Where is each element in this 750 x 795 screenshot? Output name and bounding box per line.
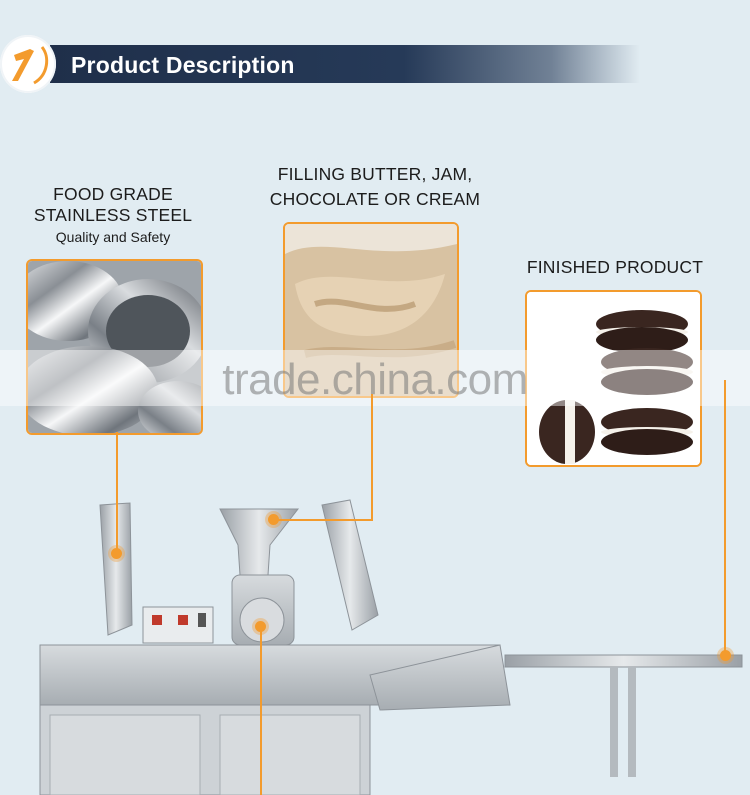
number-1-icon (0, 35, 56, 93)
finished-title: FINISHED PRODUCT (526, 257, 704, 277)
filling-title-line2: CHOCOLATE OR CREAM (269, 189, 481, 209)
watermark-band (0, 350, 750, 406)
biscuit-sandwiching-machine-photo (39, 499, 743, 795)
cream-filling-photo (283, 222, 459, 398)
steel-leader-dot (111, 548, 122, 559)
watermark-text: trade.china.com (222, 355, 528, 404)
filling-leader-horizontal (276, 519, 373, 521)
machine-leader-dot (255, 621, 266, 632)
steel-title-line1: FOOD GRADE (53, 184, 173, 204)
sandwich-biscuits-photo (525, 290, 702, 467)
finished-leader-dot (720, 650, 731, 661)
steel-leader-line (116, 432, 118, 554)
section-header: Product Description (0, 35, 750, 93)
filling-title: FILLING BUTTER, JAM, CHOCOLATE OR CREAM (245, 164, 505, 210)
header-bar (50, 45, 640, 83)
steel-title-line2: STAINLESS STEEL (33, 205, 193, 225)
stainless-steel-tubes-photo (26, 259, 203, 435)
filling-leader-dot (268, 514, 279, 525)
steel-subtitle: Quality and Safety (55, 229, 171, 245)
filling-title-line1: FILLING BUTTER, JAM, (277, 164, 473, 184)
machine-leader-line (260, 626, 262, 795)
steel-title: FOOD GRADE STAINLESS STEEL (18, 184, 208, 226)
filling-leader-line (371, 394, 373, 520)
page-title: Product Description (71, 52, 295, 78)
finished-leader-line (724, 380, 726, 656)
